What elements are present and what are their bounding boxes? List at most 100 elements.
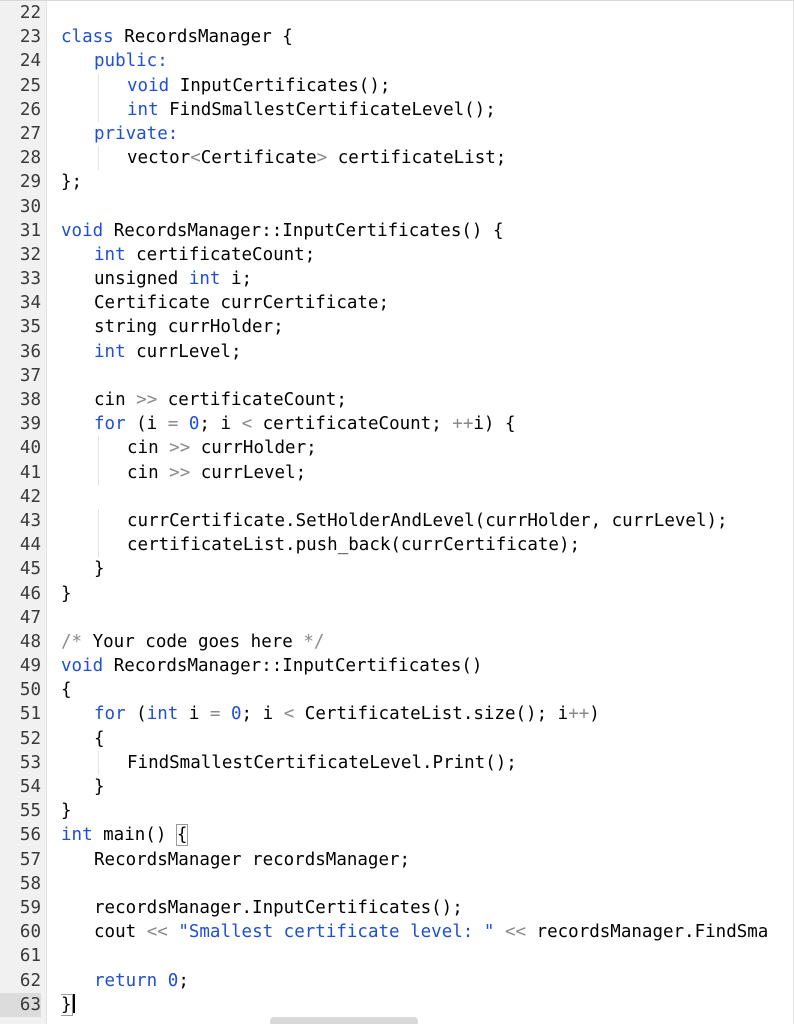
code-text[interactable]: Certificate currCertificate;: [61, 291, 793, 315]
code-token: <<: [146, 922, 168, 943]
code-text[interactable]: for (i = 0; i < certificateCount; ++i) {: [61, 412, 793, 436]
code-line[interactable]: 58: [0, 872, 793, 896]
horizontal-scrollbar[interactable]: [270, 1017, 418, 1024]
code-text[interactable]: }: [61, 775, 793, 799]
code-text[interactable]: public:: [61, 49, 793, 73]
code-token: certificateCount;: [252, 414, 453, 435]
code-line[interactable]: 46}: [0, 582, 793, 606]
code-text[interactable]: cin >> currHolder;: [61, 436, 793, 461]
code-text[interactable]: }: [61, 582, 793, 606]
code-text[interactable]: cin >> certificateCount;: [61, 388, 793, 412]
code-text[interactable]: for (int i = 0; i < CertificateList.size…: [61, 702, 793, 726]
indent-guide: [98, 533, 99, 558]
code-text[interactable]: /* Your code goes here */: [61, 630, 793, 654]
code-token: CertificateList.size(); i: [294, 704, 569, 725]
line-number: 57: [19, 849, 41, 870]
code-line[interactable]: 30: [0, 195, 793, 219]
line-number: 56: [19, 825, 41, 846]
code-text[interactable]: cout << "Smallest certificate level: " <…: [61, 920, 793, 944]
code-line[interactable]: 42: [0, 485, 793, 509]
code-line[interactable]: 29};: [0, 170, 793, 194]
code-line[interactable]: 61: [0, 944, 793, 968]
code-text[interactable]: };: [61, 170, 793, 194]
code-line[interactable]: 45}: [0, 557, 793, 581]
code-line[interactable]: 55}: [0, 799, 793, 823]
code-line[interactable]: 57 RecordsManager recordsManager;: [0, 848, 793, 872]
code-text[interactable]: cin >> currLevel;: [61, 460, 793, 485]
line-number: 53: [19, 752, 41, 773]
code-line[interactable]: 53 FindSmallestCertificateLevel.Print();: [0, 750, 793, 775]
code-text[interactable]: return 0;: [61, 969, 793, 993]
code-text[interactable]: vector<Certificate> certificateList;: [61, 146, 793, 171]
code-token: [220, 704, 231, 724]
code-text[interactable]: int certificateCount;: [61, 243, 793, 267]
code-line[interactable]: 56 int main() {: [0, 823, 793, 847]
code-text[interactable]: }: [61, 799, 793, 823]
line-number: 51: [19, 704, 41, 725]
code-token: RecordsManager {: [113, 27, 293, 48]
code-token: cin: [127, 462, 170, 483]
code-text[interactable]: {: [61, 727, 793, 751]
code-line[interactable]: 51 for (int i = 0; i < CertificateList.si…: [0, 702, 793, 726]
code-text[interactable]: }: [61, 993, 793, 1017]
code-line[interactable]: 63}: [0, 992, 793, 1017]
code-token: main(): [92, 825, 177, 846]
code-line[interactable]: 48/* Your code goes here */: [0, 630, 793, 654]
line-number: 63: [0, 992, 41, 1017]
code-text[interactable]: int currLevel;: [61, 340, 793, 364]
indent-guide: [98, 436, 99, 461]
code-line[interactable]: 22: [0, 1, 793, 25]
code-text[interactable]: RecordsManager recordsManager;: [61, 848, 793, 872]
code-text[interactable]: void InputCertificates();: [61, 73, 793, 98]
code-text[interactable]: unsigned int i;: [61, 267, 793, 291]
code-line[interactable]: 50{: [0, 678, 793, 702]
code-token: >>: [136, 390, 158, 410]
code-text[interactable]: int FindSmallestCertificateLevel();: [61, 97, 793, 122]
code-text[interactable]: class RecordsManager {: [61, 25, 793, 49]
code-token: */: [303, 631, 325, 652]
code-token: cin: [94, 390, 137, 410]
code-line[interactable]: 37: [0, 364, 793, 388]
code-text[interactable]: void RecordsManager::InputCertificates()…: [61, 219, 793, 243]
code-text[interactable]: string currHolder;: [61, 315, 793, 339]
code-text[interactable]: }: [61, 557, 793, 581]
code-text[interactable]: private:: [61, 122, 793, 146]
code-token: i;: [220, 269, 253, 290]
code-token: for: [94, 704, 126, 725]
code-text[interactable]: int main() {: [61, 823, 793, 847]
code-text[interactable]: certificateList.push_back(currCertificat…: [61, 533, 793, 558]
code-line[interactable]: 47: [0, 606, 793, 630]
code-text[interactable]: recordsManager.InputCertificates();: [61, 896, 793, 920]
code-text[interactable]: {: [61, 678, 793, 702]
code-token: >>: [169, 462, 191, 483]
code-line[interactable]: 54}: [0, 775, 793, 799]
code-line[interactable]: 52{: [0, 727, 793, 751]
code-text[interactable]: void RecordsManager::InputCertificates(): [61, 654, 793, 678]
code-text[interactable]: currCertificate.SetHolderAndLevel(currHo…: [61, 508, 793, 534]
code-text[interactable]: FindSmallestCertificateLevel.Print();: [61, 750, 793, 775]
